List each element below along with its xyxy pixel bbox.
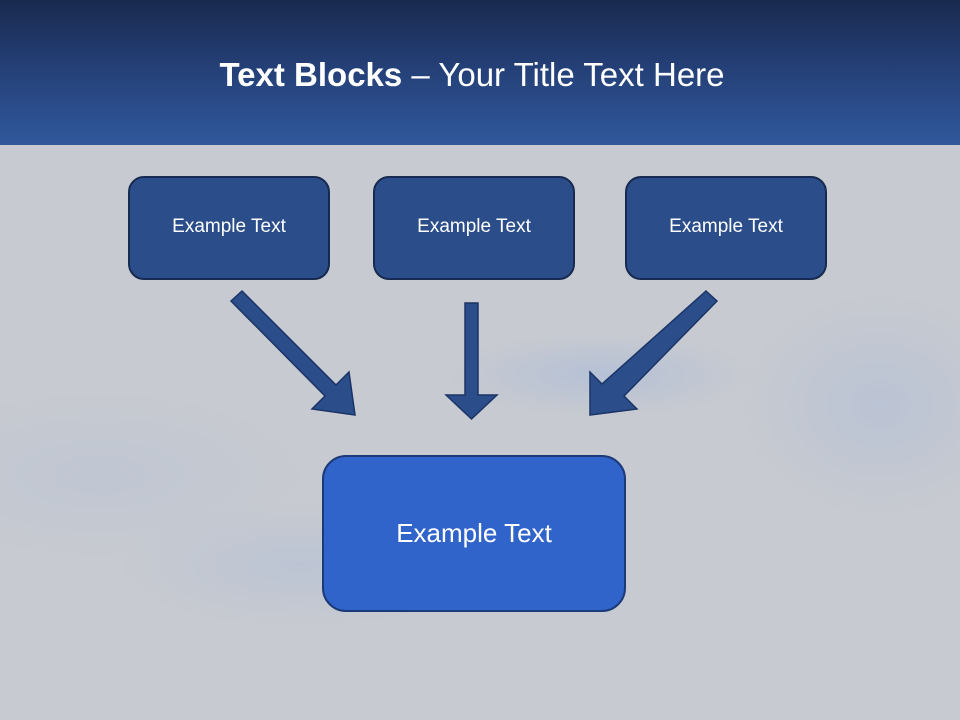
top-text-block-3-label: Example Text [669, 216, 783, 237]
bottom-text-block[interactable]: Example Text [322, 455, 626, 612]
title-regular-part: Your Title Text Here [438, 56, 725, 93]
top-text-block-1[interactable]: Example Text [128, 176, 330, 280]
arrow-down-right-icon[interactable] [229, 289, 356, 416]
arrow-down-left-icon[interactable] [589, 289, 719, 416]
arrow-down-icon[interactable] [444, 302, 499, 421]
title-banner: Text Blocks – Your Title Text Here [0, 0, 960, 145]
title-separator: – [402, 56, 439, 93]
top-text-block-3[interactable]: Example Text [625, 176, 827, 280]
bottom-text-block-label: Example Text [396, 518, 552, 548]
top-text-block-2[interactable]: Example Text [373, 176, 575, 280]
top-text-block-1-label: Example Text [172, 216, 286, 237]
top-text-block-2-label: Example Text [417, 216, 531, 237]
slide-title[interactable]: Text Blocks – Your Title Text Here [0, 52, 944, 98]
title-bold-part: Text Blocks [219, 56, 403, 93]
